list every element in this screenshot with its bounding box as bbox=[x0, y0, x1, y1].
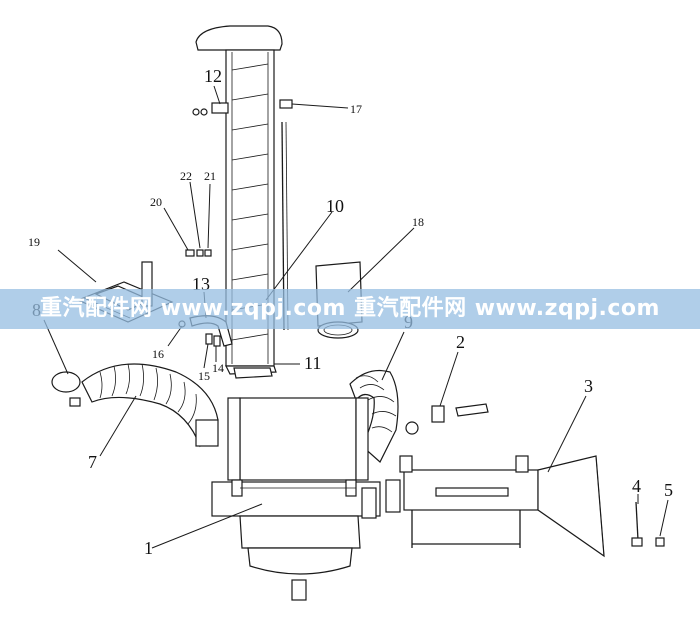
callout-12: 12 bbox=[204, 66, 222, 86]
callout-5: 5 bbox=[664, 480, 673, 500]
callout-7: 7 bbox=[88, 452, 97, 472]
callout-18: 18 bbox=[412, 215, 424, 229]
nut-5 bbox=[655, 537, 665, 547]
callout-labels: 1 2 3 4 5 7 8 9 10 11 12 13 14 15 16 17 … bbox=[28, 66, 673, 558]
callout-14: 14 bbox=[212, 361, 224, 375]
callout-1: 1 bbox=[144, 538, 153, 558]
callout-10: 10 bbox=[326, 196, 344, 216]
air-filter-housing bbox=[211, 397, 381, 601]
callout-19: 19 bbox=[28, 235, 40, 249]
watermark-band bbox=[0, 289, 700, 329]
callout-17: 17 bbox=[350, 102, 362, 116]
callout-20: 20 bbox=[150, 195, 162, 209]
callout-15: 15 bbox=[198, 369, 210, 383]
elbow-hose bbox=[349, 369, 419, 463]
callout-16: 16 bbox=[152, 347, 164, 361]
callout-4: 4 bbox=[632, 476, 641, 496]
hose-clamp bbox=[51, 371, 81, 407]
callout-11: 11 bbox=[304, 353, 321, 373]
pipe-bottom-gasket bbox=[233, 367, 273, 379]
callout-21: 21 bbox=[204, 169, 216, 183]
leader-lines bbox=[43, 85, 669, 549]
bolt-17 bbox=[279, 99, 293, 109]
callout-22: 22 bbox=[180, 169, 192, 183]
connector-elbow bbox=[431, 403, 489, 423]
bolt-4 bbox=[631, 501, 643, 547]
callout-2: 2 bbox=[456, 332, 465, 352]
flexible-hose bbox=[81, 363, 219, 448]
small-bolts bbox=[185, 249, 212, 257]
callout-3: 3 bbox=[584, 376, 593, 396]
pipe-clamp-bolt bbox=[192, 102, 229, 116]
watermark-text: 重汽配件网 www.zqpj.com 重汽配件网 www.zqpj.com bbox=[40, 296, 660, 321]
precleaner-duct bbox=[385, 455, 605, 558]
